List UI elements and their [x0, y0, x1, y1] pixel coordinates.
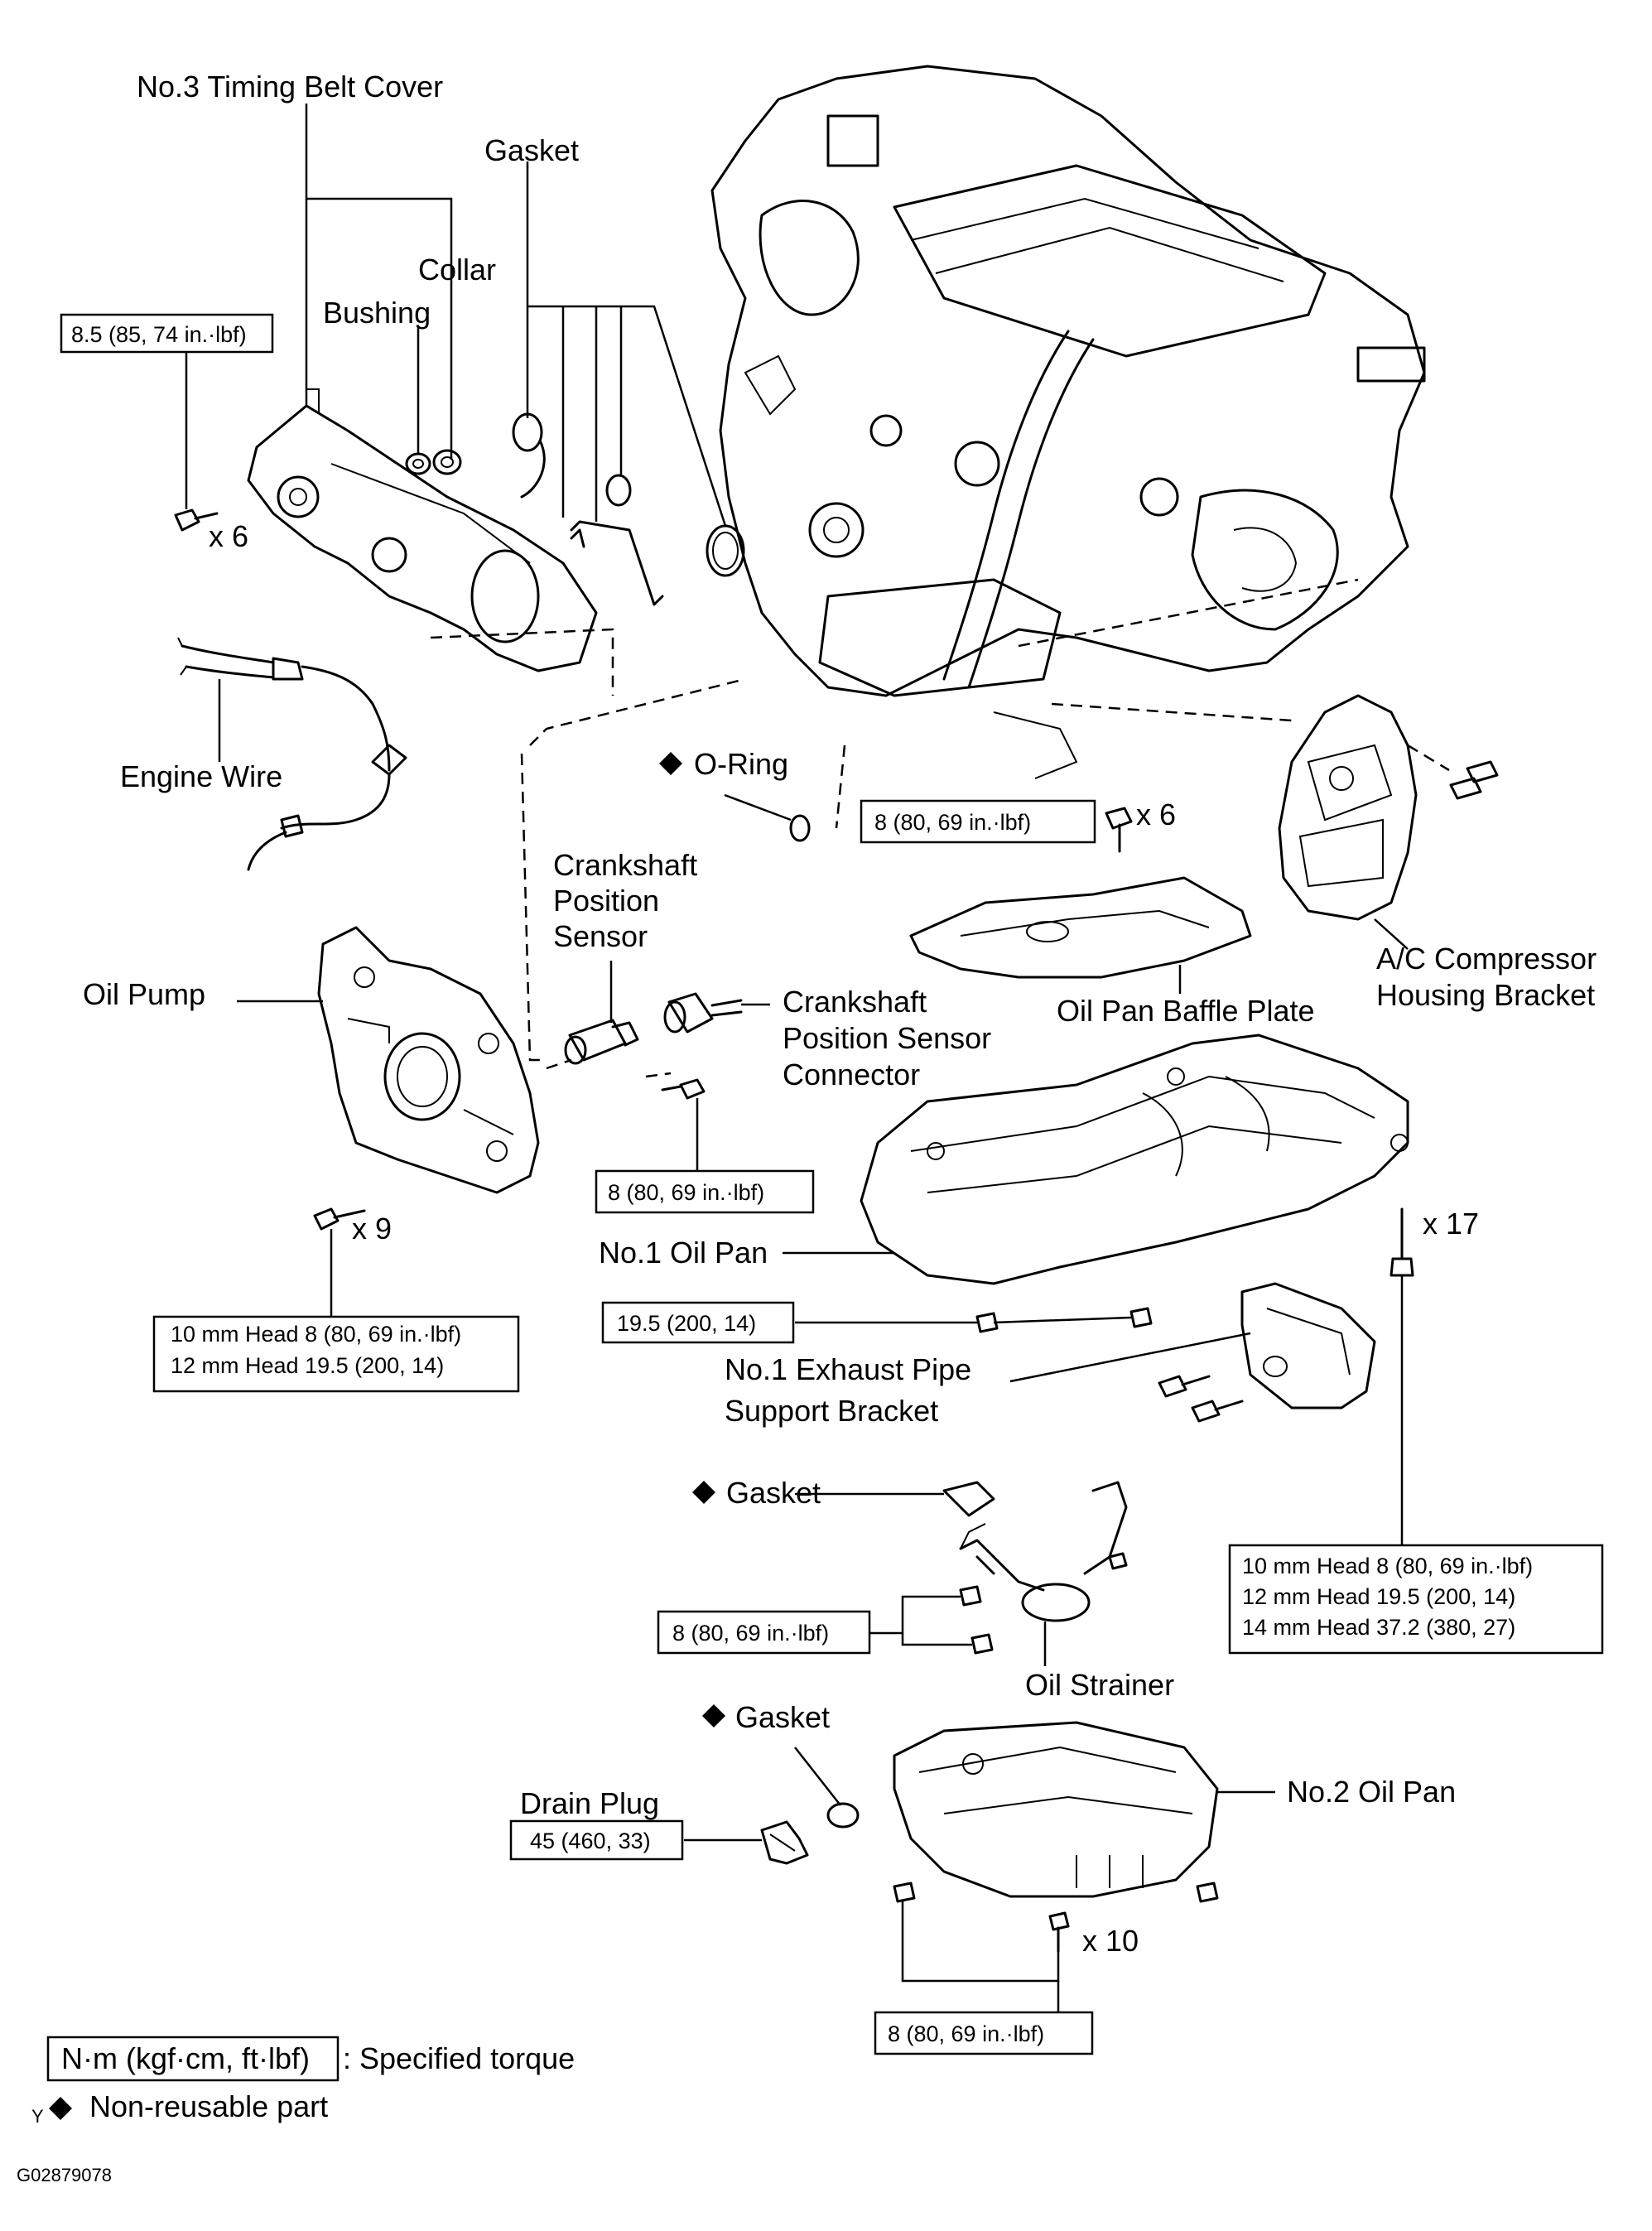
label-no1-oil-pan: No.1 Oil Pan — [599, 1236, 768, 1270]
legend-non-reusable: Non-reusable part — [89, 2089, 328, 2123]
diamond-icon — [692, 1481, 715, 1504]
oil-pan-nuts — [975, 1307, 1153, 1333]
label-gasket-drain: Gasket — [735, 1700, 830, 1734]
ac-bracket-bolts — [1449, 760, 1499, 800]
label-bushing: Bushing — [323, 296, 431, 330]
label-timing-belt-cover: No.3 Timing Belt Cover — [137, 70, 443, 104]
assembly-dashed-lines — [430, 578, 1450, 1078]
oil-pump-bolt — [313, 1207, 366, 1231]
label-ac-bracket-line2: Housing Bracket — [1376, 978, 1595, 1012]
timing-belt-cover — [247, 388, 598, 672]
oil-strainer — [942, 1481, 1128, 1622]
diamond-icon — [659, 752, 682, 775]
legend-torque-desc: : Specified torque — [343, 2041, 575, 2075]
crankshaft-position-sensor — [564, 1019, 639, 1065]
torque-pump-line2: 12 mm Head 19.5 (200, 14) — [171, 1353, 444, 1378]
cover-bolt — [174, 508, 219, 532]
label-gasket-top: Gasket — [484, 133, 579, 167]
no1-oil-pan — [860, 1034, 1409, 1285]
diamond-icon — [702, 1704, 725, 1727]
torque-cover-bolt: 8.5 (85, 74 in.·lbf) — [71, 322, 247, 347]
figure-code: G02879078 — [17, 2165, 112, 2185]
torque-pan-bolt-line2: 12 mm Head 19.5 (200, 14) — [1242, 1584, 1515, 1609]
ac-compressor-housing-bracket — [1278, 694, 1418, 921]
strainer-nuts — [959, 1552, 1128, 1655]
crankshaft-sensor-connector — [663, 992, 743, 1034]
legend-torque-unit: N·m (kgf·cm, ft·lbf) — [61, 2041, 310, 2075]
legend-mark: Y — [31, 2106, 44, 2127]
leader-lines — [185, 104, 1409, 2012]
part-labels: No.3 Timing Belt Cover Gasket Collar Bus… — [83, 70, 1597, 1820]
label-gasket-strainer: Gasket — [726, 1476, 821, 1510]
torque-boxes: 8.5 (85, 74 in.·lbf) 8 (80, 69 in.·lbf) … — [60, 313, 1604, 2055]
torque-oil-pan-nut: 19.5 (200, 14) — [617, 1311, 756, 1336]
mid-bolt — [1105, 807, 1133, 853]
exhaust-pipe-support-bracket — [1240, 1282, 1376, 1409]
label-baffle-plate: Oil Pan Baffle Plate — [1057, 994, 1315, 1028]
label-no2-oil-pan: No.2 Oil Pan — [1287, 1775, 1456, 1809]
torque-pan-bolt-line3: 14 mm Head 37.2 (380, 27) — [1242, 1615, 1515, 1640]
o-ring — [789, 814, 811, 842]
qty-x10: x 10 — [1082, 1924, 1139, 1958]
qty-x17: x 17 — [1423, 1207, 1479, 1241]
torque-no2-pan: 8 (80, 69 in.·lbf) — [888, 2021, 1044, 2046]
engine-block-illustration — [710, 65, 1426, 779]
label-collar: Collar — [418, 253, 496, 287]
drain-plug — [760, 1820, 809, 1865]
engine-wire — [177, 637, 407, 871]
torque-pan-bolt-line1: 10 mm Head 8 (80, 69 in.·lbf) — [1242, 1554, 1533, 1578]
label-exhaust-bracket-line1: No.1 Exhaust Pipe — [725, 1352, 971, 1386]
label-crank-connector-line1: Crankshaft — [783, 985, 927, 1019]
no2-pan-nuts — [893, 1882, 1219, 1903]
label-exhaust-bracket-line2: Support Bracket — [725, 1394, 938, 1428]
label-ac-bracket-line1: A/C Compressor — [1376, 942, 1597, 976]
qty-x6-mid: x 6 — [1136, 797, 1176, 831]
label-oil-strainer: Oil Strainer — [1025, 1668, 1174, 1702]
legend: N·m (kgf·cm, ft·lbf) : Specified torque … — [17, 2036, 575, 2185]
torque-pump-line1: 10 mm Head 8 (80, 69 in.·lbf) — [171, 1322, 461, 1347]
label-crank-sensor-line2: Position — [553, 884, 659, 918]
qty-x9: x 9 — [352, 1212, 392, 1246]
no2-pan-bolt — [1048, 1911, 1070, 1953]
torque-sensor-bolt: 8 (80, 69 in.·lbf) — [608, 1180, 764, 1205]
quantity-labels: x 6 x 6 x 9 x 17 x 10 — [209, 519, 1479, 1958]
no2-oil-pan — [893, 1721, 1219, 1898]
sensor-bolt — [661, 1078, 706, 1100]
non-reusable-marks — [659, 752, 725, 1727]
gaskets-top — [512, 412, 745, 606]
label-crank-connector-line2: Position Sensor — [783, 1021, 991, 1055]
label-drain-plug: Drain Plug — [520, 1786, 659, 1820]
diamond-icon — [49, 2097, 72, 2120]
drain-gasket — [826, 1802, 860, 1829]
oil-pump — [317, 926, 540, 1194]
oil-pan-bolt — [1390, 1207, 1414, 1277]
torque-strainer-nut: 8 (80, 69 in.·lbf) — [672, 1621, 829, 1646]
qty-x6-top: x 6 — [209, 519, 248, 553]
label-engine-wire: Engine Wire — [120, 759, 282, 793]
label-o-ring: O-Ring — [694, 747, 788, 781]
label-crank-connector-line3: Connector — [783, 1058, 920, 1091]
torque-mid-bolt: 8 (80, 69 in.·lbf) — [874, 810, 1031, 835]
torque-drain-plug: 45 (460, 33) — [530, 1829, 651, 1853]
label-crank-sensor-line3: Sensor — [553, 919, 648, 953]
exhaust-bracket-bolts — [1158, 1375, 1244, 1423]
label-oil-pump: Oil Pump — [83, 977, 205, 1011]
label-crank-sensor-line1: Crankshaft — [553, 848, 697, 882]
oil-pan-baffle-plate — [909, 876, 1252, 979]
